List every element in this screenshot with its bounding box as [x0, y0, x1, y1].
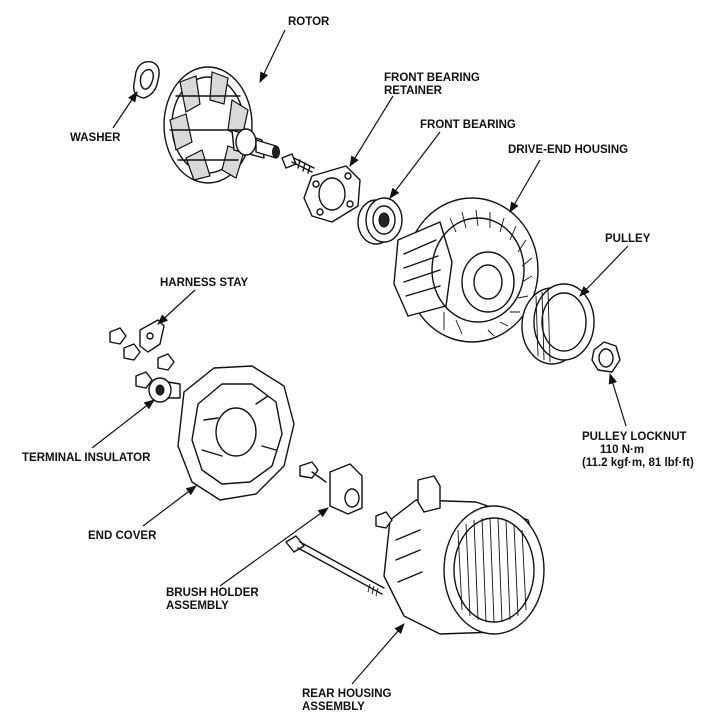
washer-leader — [112, 91, 138, 129]
harness-stay-label: HARNESS STAY — [160, 277, 249, 289]
harness-stay-part — [109, 319, 175, 389]
rotor-leader — [259, 29, 286, 83]
front-bearing-retainer-label-line2: RETAINER — [384, 85, 443, 97]
washer-part — [133, 61, 160, 99]
rotor-label: ROTOR — [288, 16, 330, 28]
pulley-locknut-leader — [608, 372, 627, 427]
front-bearing-retainer-part — [303, 165, 361, 223]
pulley-label: PULLEY — [605, 233, 651, 245]
front-bearing-part — [357, 197, 403, 245]
front-bearing-label: FRONT BEARING — [420, 119, 516, 131]
brush-holder-leader — [219, 507, 329, 587]
brush-holder-assembly-label-line2: ASSEMBLY — [166, 600, 229, 612]
through-bolt-part — [285, 535, 385, 597]
end-cover-label: END COVER — [88, 530, 157, 542]
retainer-bolt-part — [281, 153, 315, 174]
drive-end-housing-part — [393, 197, 539, 343]
retainer-leader — [349, 95, 394, 167]
harness-stay-leader — [157, 289, 196, 325]
rear-housing-assembly-label-line2: ASSEMBLY — [302, 701, 365, 713]
washer-label: WASHER — [70, 132, 121, 144]
end-cover-leader — [142, 485, 197, 527]
pulley-locknut-label-line1: PULLEY LOCKNUT — [582, 431, 687, 443]
leader-lines — [91, 29, 629, 685]
front-bearing-leader — [389, 131, 441, 199]
rear-housing-assembly-label-line1: REAR HOUSING — [302, 688, 392, 700]
pulley-part — [521, 283, 595, 365]
terminal-insulator-part — [148, 377, 181, 403]
terminal-insulator-label: TERMINAL INSULATOR — [22, 452, 151, 464]
terminal-insulator-leader — [91, 399, 155, 449]
drive-end-housing-label: DRIVE-END HOUSING — [508, 144, 628, 156]
pulley-locknut-part — [591, 341, 621, 373]
front-bearing-retainer-label-line1: FRONT BEARING — [384, 72, 480, 84]
end-cover-part — [177, 365, 295, 501]
labels: ROTOR WASHER FRONT BEARING RETAINER FRON… — [22, 16, 694, 713]
pulley-leader — [579, 245, 629, 297]
pulley-locknut-label-line3: (11.2 kgf·m, 81 lbf·ft) — [582, 457, 694, 469]
drive-end-housing-leader — [509, 159, 541, 213]
rear-housing-assembly-part — [375, 475, 545, 635]
rear-housing-leader — [351, 623, 405, 685]
pulley-locknut-label-line2: 110 N·m — [600, 444, 644, 456]
rotor-part — [163, 66, 280, 184]
brush-holder-assembly-part — [299, 461, 363, 515]
brush-holder-assembly-label-line1: BRUSH HOLDER — [166, 587, 259, 599]
